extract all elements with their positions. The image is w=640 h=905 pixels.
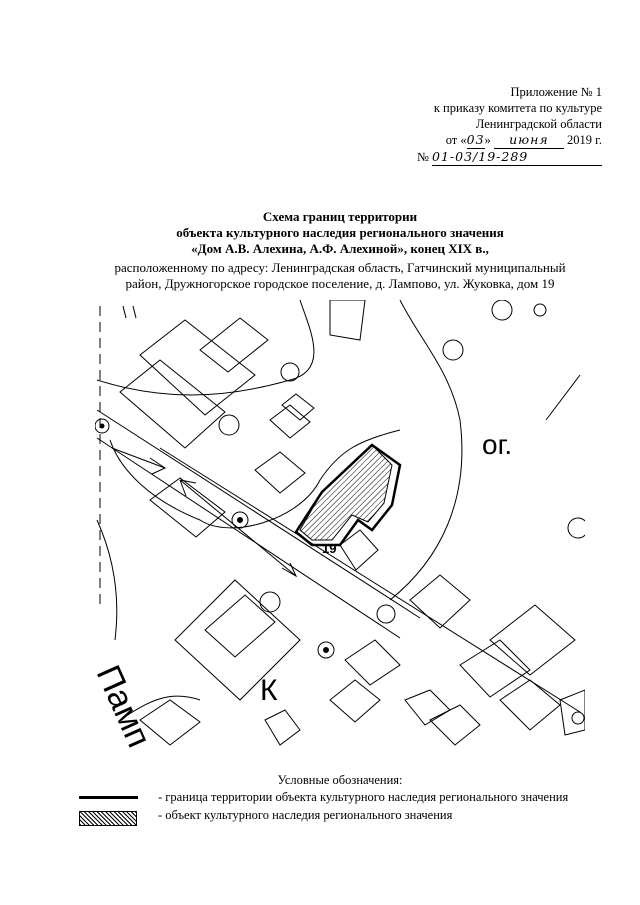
appendix-line-2: к приказу комитета по культуре: [433, 101, 602, 115]
building: [139, 319, 256, 416]
date-day: 03: [466, 132, 485, 149]
address-line-2: район, Дружногорское городское поселение…: [125, 276, 555, 291]
road-edge: [96, 437, 401, 639]
building: [119, 359, 226, 449]
building: [409, 574, 471, 629]
date-year: 2019 г.: [567, 133, 602, 147]
site-plan-map: ог. К Памп 19: [89, 300, 585, 753]
arrow: [111, 447, 166, 469]
boundary-legend-line: [79, 796, 138, 799]
building: [174, 579, 301, 701]
annex: [339, 529, 379, 571]
appendix-line-1: Приложение № 1: [510, 85, 602, 99]
appendix-block: Приложение № 1 к приказу комитета по кул…: [417, 84, 602, 166]
title-line-2: объекта культурного наследия регионально…: [176, 225, 504, 240]
object-legend-hatch: [79, 811, 137, 826]
scheme-title: Схема границ территории объекта культурн…: [0, 209, 640, 257]
building: [489, 604, 576, 676]
map-label-lamp: Памп: [89, 660, 158, 753]
map-label-k: К: [260, 674, 278, 707]
legend-object-text: - объект культурного наследия региональн…: [158, 808, 453, 822]
appendix-line-3: Ленинградской области: [475, 117, 602, 131]
appendix-number: № 01-03/19-289: [417, 149, 602, 166]
address-line-1: расположенному по адресу: Ленинградская …: [114, 260, 566, 275]
legend-title: Условные обозначения:: [277, 773, 403, 787]
date-month: июня: [493, 132, 564, 149]
address-block: расположенному по адресу: Ленинградская …: [0, 260, 640, 292]
road-edge: [96, 409, 421, 619]
appendix-date: от «03» июня 2019 г.: [445, 132, 602, 149]
tree: [218, 414, 240, 436]
order-number: 01-03/19-289: [432, 149, 602, 166]
map-label-og: ог.: [482, 429, 512, 460]
title-line-1: Схема границ территории: [262, 209, 418, 224]
legend-boundary-text: - граница территории объекта культурного…: [158, 790, 569, 804]
heritage-boundary: [294, 443, 402, 547]
house-number-label: 19: [322, 541, 336, 556]
building: [149, 477, 226, 538]
heritage-object: [299, 444, 393, 541]
title-line-3: «Дом А.В. Алехина, А.Ф. Алехиной», конец…: [191, 241, 489, 256]
